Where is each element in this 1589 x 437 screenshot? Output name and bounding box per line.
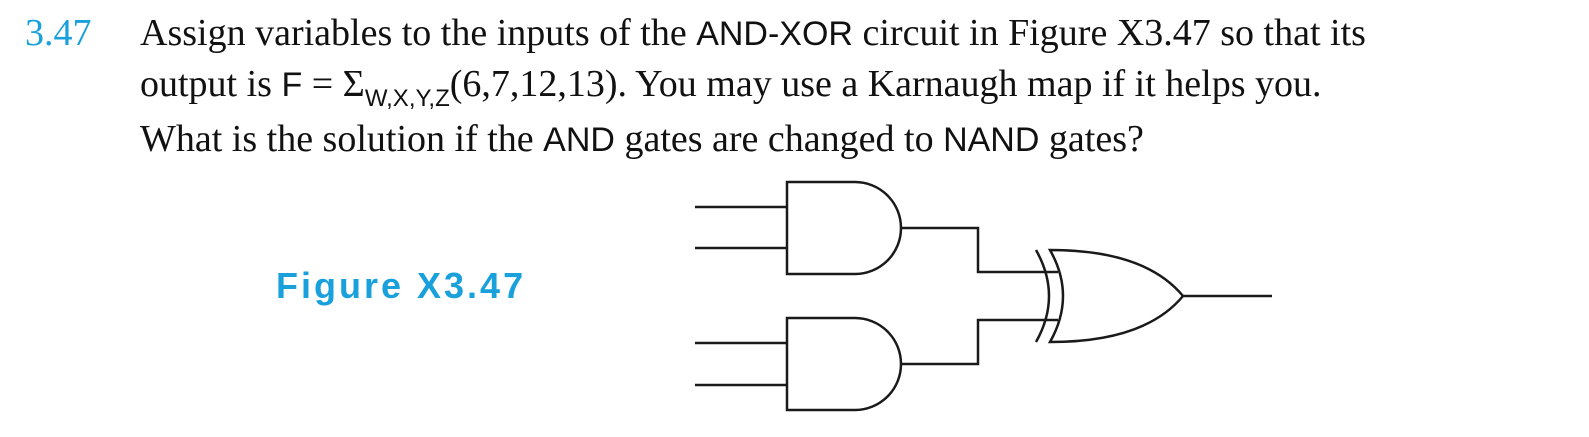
nand-word: NAND	[943, 121, 1040, 159]
bottom-and-to-xor-wire	[900, 318, 1058, 366]
top-and-gate	[785, 180, 903, 276]
top-and-to-xor-wire	[900, 226, 1058, 274]
sum-variables: W,X,Y,Z	[364, 85, 450, 112]
line3-post: gates?	[1039, 118, 1144, 160]
xor-gate	[1047, 248, 1185, 344]
line2-pre: output is	[140, 63, 282, 105]
bottom-and-gate	[785, 316, 903, 412]
and-xor-term: AND-XOR	[696, 15, 853, 53]
line1-pre: Assign variables to the inputs of the	[140, 12, 697, 54]
problem-line-2: output is F = ΣW,X,Y,Z(6,7,12,13). You m…	[140, 59, 1580, 114]
and-word: AND	[543, 121, 615, 159]
minterm-list: (6,7,12,13). You may use a Karnaugh map …	[449, 63, 1322, 105]
figure-label: Figure X3.47	[276, 265, 527, 306]
line1-post: circuit in Figure X3.47 so that its	[853, 12, 1366, 54]
line3-mid: gates are changed to	[614, 118, 944, 160]
sum-equals: = Σ	[302, 63, 365, 105]
xor-input-arc	[1034, 249, 1051, 343]
problem-line-1: Assign variables to the inputs of the AN…	[140, 8, 1580, 59]
problem-number: 3.47	[25, 12, 92, 54]
line3-pre: What is the solution if the	[140, 118, 544, 160]
problem-statement: Assign variables to the inputs of the AN…	[140, 8, 1580, 165]
function-symbol: F	[281, 66, 303, 104]
problem-line-3: What is the solution if the AND gates ar…	[140, 114, 1580, 165]
